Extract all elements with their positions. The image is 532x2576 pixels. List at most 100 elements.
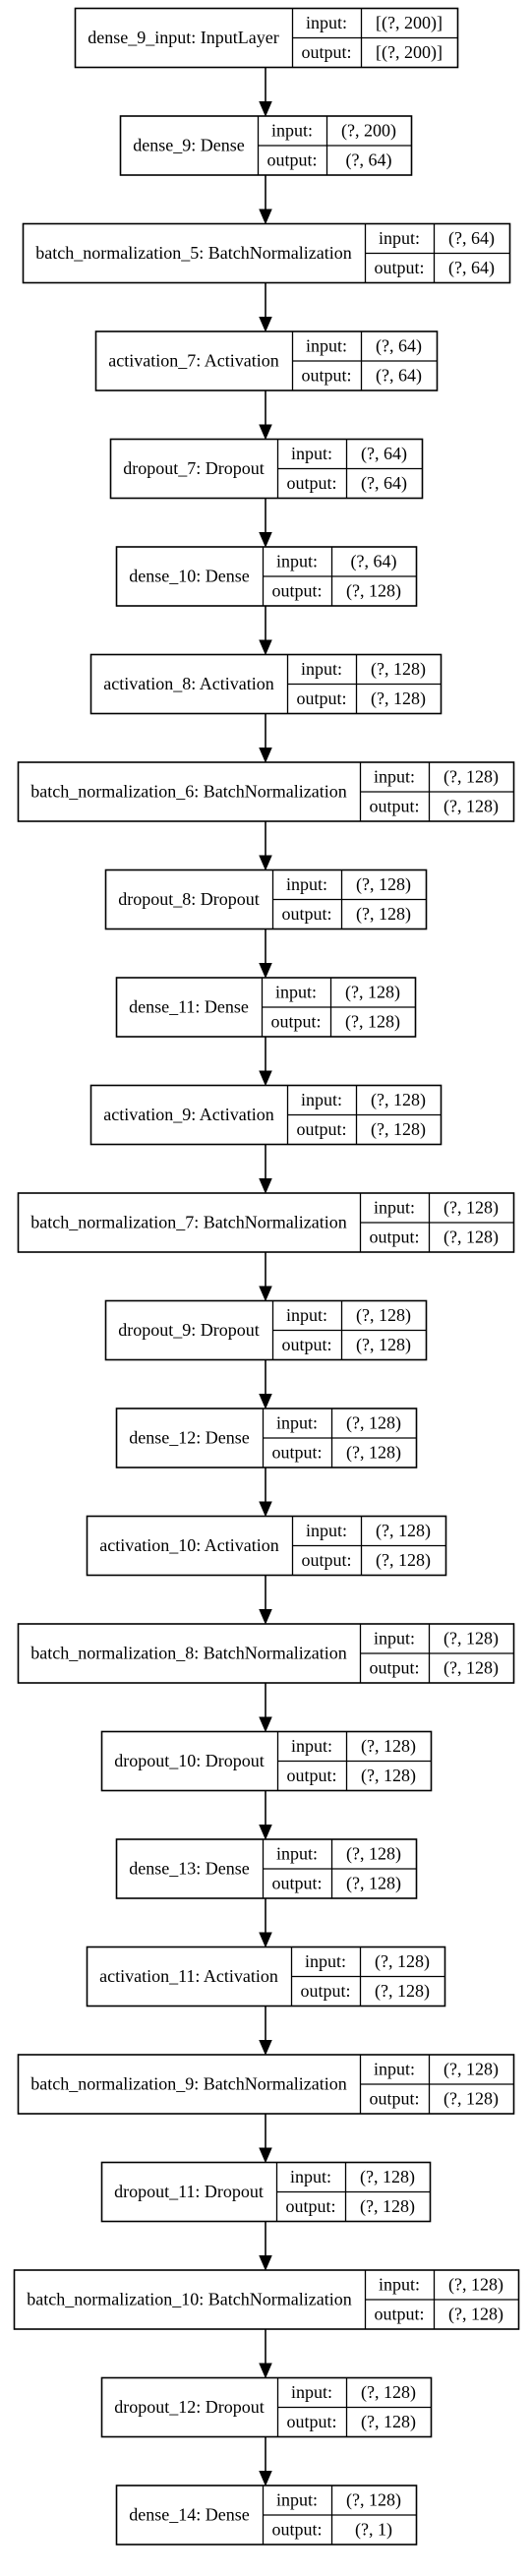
input-shape: (?, 128) — [443, 1198, 499, 1219]
input-shape: (?, 128) — [346, 1413, 401, 1434]
input-label: input: — [291, 1736, 332, 1756]
output-shape: (?, 128) — [443, 1658, 499, 1679]
input-label: input: — [374, 2060, 415, 2079]
output-label: output: — [374, 258, 424, 277]
edge-arrow — [259, 2114, 272, 2164]
layer-node: batch_normalization_10: BatchNormalizati… — [13, 2269, 520, 2330]
layer-name: dropout_10: Dropout — [114, 1751, 265, 1770]
layer-name: activation_9: Activation — [103, 1105, 273, 1124]
layer-name: activation_8: Activation — [103, 674, 273, 693]
output-shape: (?, 64) — [346, 150, 392, 171]
input-shape: (?, 128) — [371, 659, 426, 680]
edge-arrow — [259, 499, 272, 548]
input-label: input: — [286, 1305, 327, 1325]
input-shape: (?, 128) — [361, 1736, 416, 1757]
input-label: input: — [301, 659, 342, 679]
edge-arrow — [259, 2329, 272, 2379]
input-shape: (?, 128) — [356, 1305, 411, 1326]
layer-name: dense_10: Dense — [129, 567, 249, 586]
output-shape: (?, 128) — [361, 1766, 416, 1786]
input-shape: (?, 128) — [375, 1951, 430, 1972]
input-label: input: — [379, 2275, 420, 2295]
edge-arrow — [259, 1252, 272, 1302]
output-shape: (?, 128) — [346, 1443, 401, 1464]
layer-name: batch_normalization_7: BatchNormalizatio… — [30, 1213, 346, 1232]
edge-arrow — [259, 714, 272, 763]
layer-name: batch_normalization_8: BatchNormalizatio… — [30, 1644, 346, 1663]
output-shape: (?, 128) — [448, 2305, 503, 2325]
edge-arrow — [259, 1791, 272, 1840]
input-shape: (?, 128) — [443, 2060, 499, 2080]
output-label: output: — [301, 1550, 351, 1570]
layer-name: dense_9_input: InputLayer — [88, 28, 278, 47]
layer-box — [100, 1730, 433, 1792]
input-label: input: — [276, 2490, 318, 2510]
input-label: input: — [306, 336, 347, 356]
output-shape: (?, 128) — [346, 581, 401, 602]
edge-arrow — [259, 821, 272, 871]
input-shape: (?, 128) — [356, 874, 411, 895]
input-label: input: — [290, 2167, 331, 2187]
output-shape: (?, 64) — [448, 258, 495, 278]
input-label: input: — [301, 1090, 342, 1109]
edge-arrow — [259, 175, 272, 225]
layer-name: activation_7: Activation — [108, 351, 278, 371]
output-label: output: — [286, 2412, 336, 2431]
layer-name: dropout_8: Dropout — [118, 889, 260, 909]
layer-name: dense_11: Dense — [129, 997, 249, 1017]
edge-arrow — [259, 2007, 272, 2056]
output-shape: (?, 128) — [356, 1335, 411, 1355]
output-shape: [(?, 200)] — [376, 42, 443, 63]
output-shape: (?, 128) — [376, 1550, 431, 1571]
edge-arrow — [259, 1683, 272, 1733]
output-label: output: — [286, 1766, 336, 1785]
input-label: input: — [276, 1413, 318, 1433]
input-label: input: — [305, 1951, 346, 1971]
output-label: output: — [270, 1012, 321, 1032]
layer-name: batch_normalization_9: BatchNormalizatio… — [30, 2074, 346, 2094]
output-label: output: — [301, 366, 351, 386]
input-shape: (?, 200) — [341, 121, 396, 142]
input-shape: (?, 64) — [448, 228, 495, 249]
input-label: input: — [379, 228, 420, 248]
input-shape: [(?, 200)] — [376, 13, 443, 33]
layer-node: activation_11: Activationinput:output:(?… — [86, 1946, 446, 2007]
edge-arrow — [259, 929, 272, 979]
input-shape: (?, 64) — [361, 444, 407, 464]
output-shape: (?, 128) — [356, 904, 411, 925]
edge-arrow — [259, 606, 272, 656]
layer-name: activation_11: Activation — [99, 1966, 278, 1986]
input-shape: (?, 128) — [448, 2275, 503, 2296]
layer-node: batch_normalization_6: BatchNormalizatio… — [17, 761, 515, 822]
edge-arrow — [259, 2222, 272, 2271]
layer-name: activation_10: Activation — [99, 1535, 278, 1555]
output-label: output: — [301, 42, 351, 62]
output-label: output: — [281, 1335, 331, 1354]
edges — [259, 68, 272, 2486]
layer-name: batch_normalization_6: BatchNormalizatio… — [30, 782, 346, 802]
layer-name: dropout_11: Dropout — [114, 2182, 264, 2201]
layer-name: batch_normalization_10: BatchNormalizati… — [27, 2290, 351, 2309]
output-label: output: — [286, 473, 336, 493]
layer-node: batch_normalization_9: BatchNormalizatio… — [17, 2054, 515, 2115]
edge-arrow — [259, 283, 272, 332]
input-label: input: — [276, 1844, 318, 1864]
layer-node: batch_normalization_5: BatchNormalizatio… — [22, 222, 511, 284]
output-shape: (?, 128) — [371, 1119, 426, 1140]
input-shape: (?, 128) — [376, 1521, 431, 1541]
input-shape: (?, 128) — [360, 2167, 415, 2187]
output-shape: (?, 128) — [360, 2196, 415, 2217]
output-shape: (?, 64) — [376, 366, 422, 387]
edge-arrow — [259, 1360, 272, 1409]
input-shape: (?, 128) — [443, 1629, 499, 1649]
input-label: input: — [271, 121, 313, 141]
layer-node: batch_normalization_7: BatchNormalizatio… — [17, 1192, 515, 1253]
